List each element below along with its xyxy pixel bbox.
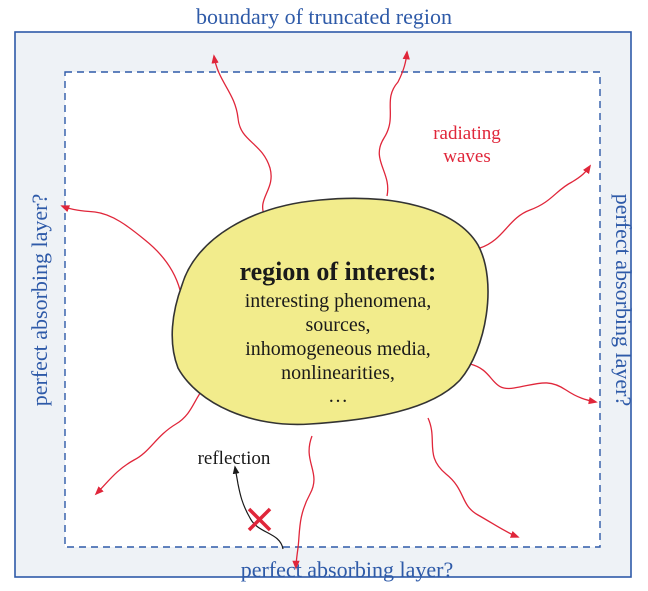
wave-top	[378, 50, 410, 197]
wave-left	[60, 205, 181, 291]
reflection-label: reflection	[198, 448, 271, 469]
wave-right-lower	[469, 363, 598, 405]
radiating-label-line2: waves	[443, 146, 490, 167]
radiating-label-line1: radiating	[433, 123, 501, 144]
region-line-4: nonlinearities,	[281, 362, 395, 384]
region-line-5: …	[328, 385, 348, 407]
region-line-1: interesting phenomena,	[245, 290, 432, 312]
region-of-interest-blob	[171, 197, 489, 426]
region-line-3: inhomogeneous media,	[245, 338, 431, 360]
truncation-boundary	[64, 71, 601, 548]
reflection-arrow	[232, 465, 284, 550]
region-line-2: sources,	[306, 314, 371, 336]
pml-bottom-label: perfect absorbing layer?	[241, 557, 454, 582]
region-title: region of interest:	[240, 257, 437, 286]
wave-top-left	[211, 54, 272, 218]
blocked-reflection-x	[247, 507, 272, 532]
wave-bottom	[292, 435, 315, 570]
radiating-waves	[60, 50, 598, 570]
boundary-title: boundary of truncated region	[196, 4, 452, 29]
pml-right-label: perfect absorbing layer?	[611, 194, 636, 407]
wave-bottom-right	[427, 417, 520, 538]
wave-bottom-left	[94, 381, 213, 496]
pml-left-label: perfect absorbing layer?	[27, 194, 52, 407]
wave-right	[479, 164, 592, 249]
